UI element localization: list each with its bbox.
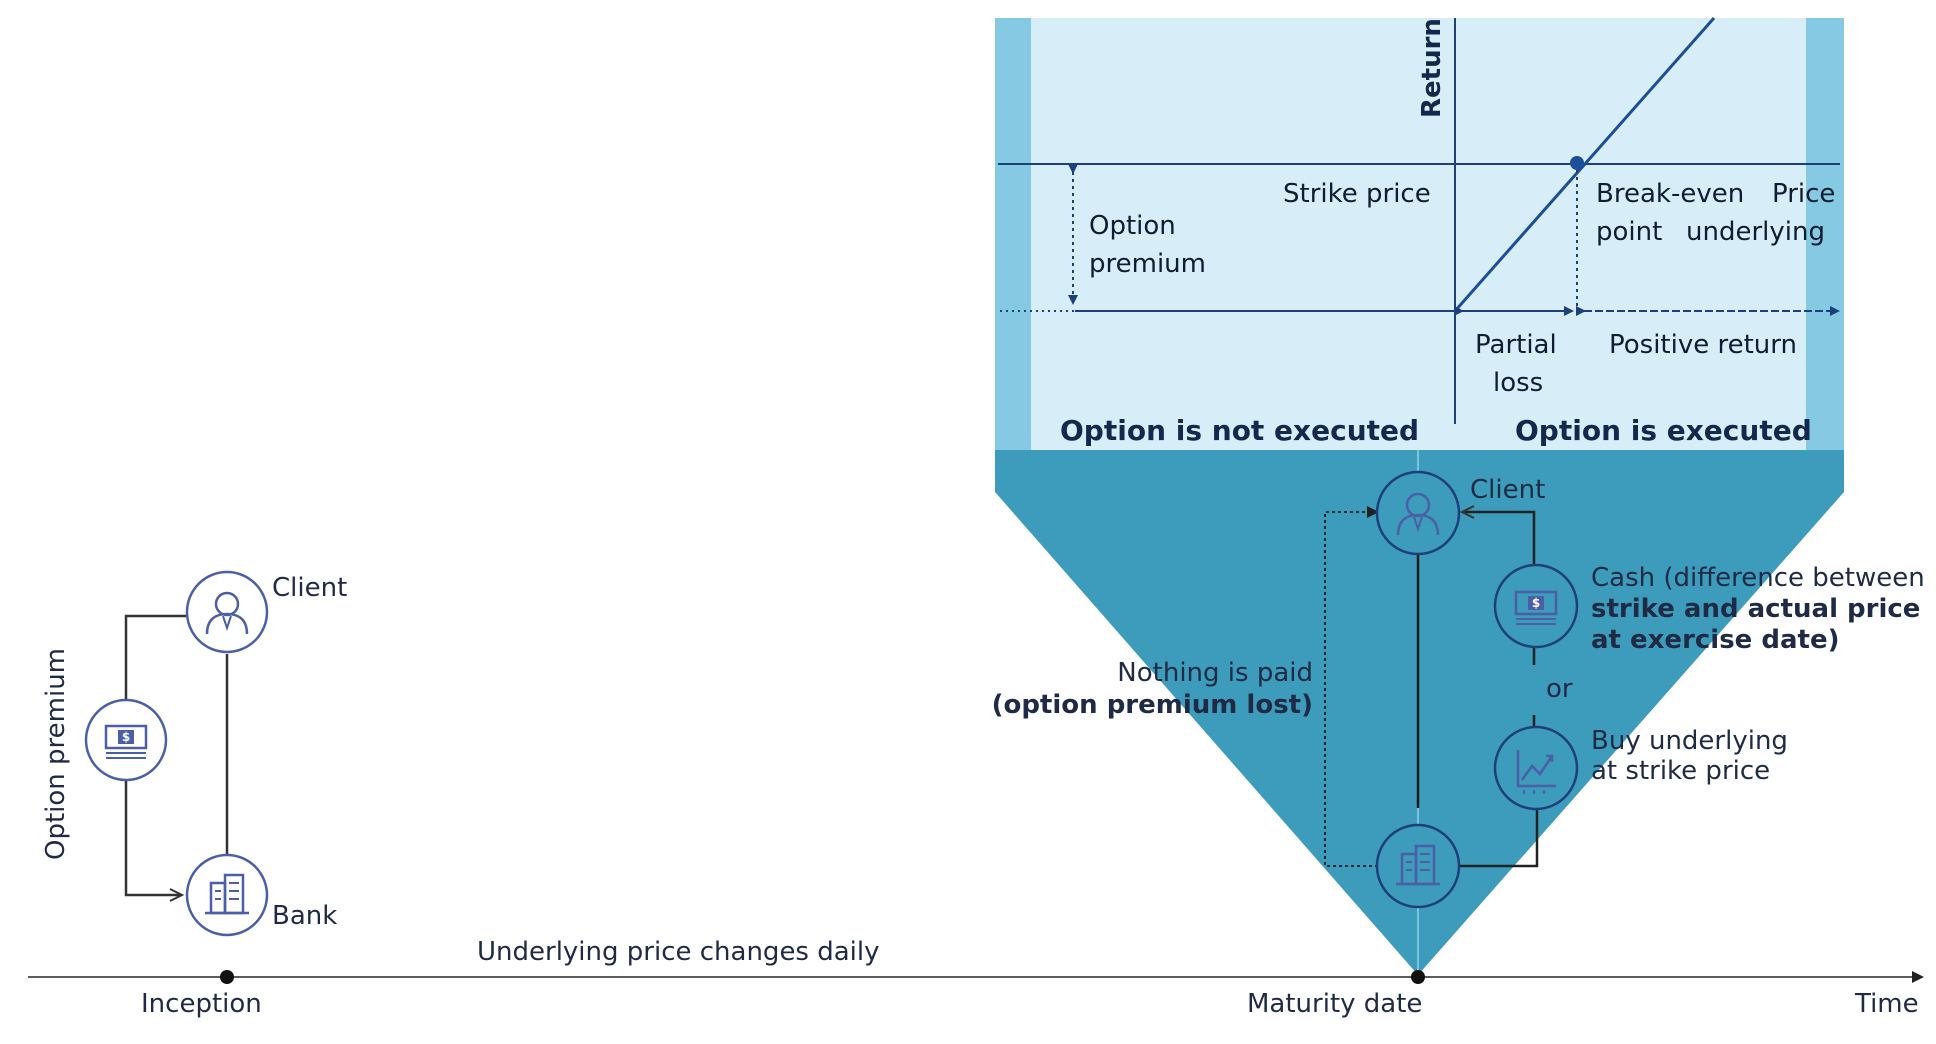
or-label: or [1546,674,1573,704]
time-label: Time [1854,989,1919,1019]
inception-bank-node [185,853,269,937]
panel-right-band [1806,18,1844,450]
funnel-shape [995,450,1844,975]
maturity-client-node [1375,470,1461,556]
option-premium-label-1: Option [1089,211,1176,241]
panel-background [1031,18,1806,450]
maturity-bank-node [1375,823,1461,909]
price-underlying-label-1: Price [1772,179,1835,209]
cash-to-client-flow [1462,512,1536,567]
payoff-line [1453,17,1716,312]
cash-node [1493,563,1579,649]
cash-label-2: strike and actual price [1591,594,1920,624]
inception-flows: Client Bank Option premium [41,570,347,937]
break-even-label-1: Break-even [1596,179,1744,209]
inception-premium-node [84,698,168,782]
inception-dot [220,970,234,984]
cash-label-1: Cash (difference between [1591,563,1925,593]
partial-loss-label-1: Partial [1475,330,1557,360]
inception-bank-label: Bank [272,901,337,931]
positive-return-label: Positive return [1609,330,1797,360]
buy-label-1: Buy underlying [1591,726,1788,756]
nothing-paid-label-1: Nothing is paid [1117,658,1313,688]
partial-loss-label-2: loss [1493,368,1543,398]
client-to-premium-line [124,614,186,700]
nothing-paid-flow [1324,506,1379,867]
panel-left-band [995,18,1031,450]
maturity-label: Maturity date [1247,989,1422,1019]
break-even-label-2: point [1596,217,1662,247]
maturity-client-label: Client [1470,475,1545,505]
executed-label: Option is executed [1515,414,1812,447]
underlying-changes-label: Underlying price changes daily [477,937,880,967]
inception-label: Inception [141,989,262,1019]
not-executed-label: Option is not executed [1060,414,1419,447]
inception-client-label: Client [272,573,347,603]
buy-label-2: at strike price [1591,756,1770,786]
strike-price-label: Strike price [1283,179,1431,209]
maturity-dot [1411,970,1425,984]
option-premium-label-2: premium [1089,249,1206,279]
premium-to-bank-arrow [124,780,182,895]
payoff-panel: Return Strike price Option premium Break… [995,17,1844,450]
maturity-funnel: Client Cash (difference between strike a… [992,450,1925,975]
inception-client-node [185,570,269,654]
bank-to-buy-flow [1460,808,1539,868]
break-even-point [1570,156,1584,170]
nothing-paid-label-2: (option premium lost) [992,690,1313,720]
cash-label-3: at exercise date) [1591,625,1839,655]
return-axis-label: Return [1417,18,1447,118]
option-premium-vertical-label: Option premium [41,648,71,860]
timeline: Underlying price changes daily Inception… [28,937,1924,1019]
buy-underlying-node [1493,725,1579,811]
price-underlying-label-2: underlying [1686,217,1825,247]
